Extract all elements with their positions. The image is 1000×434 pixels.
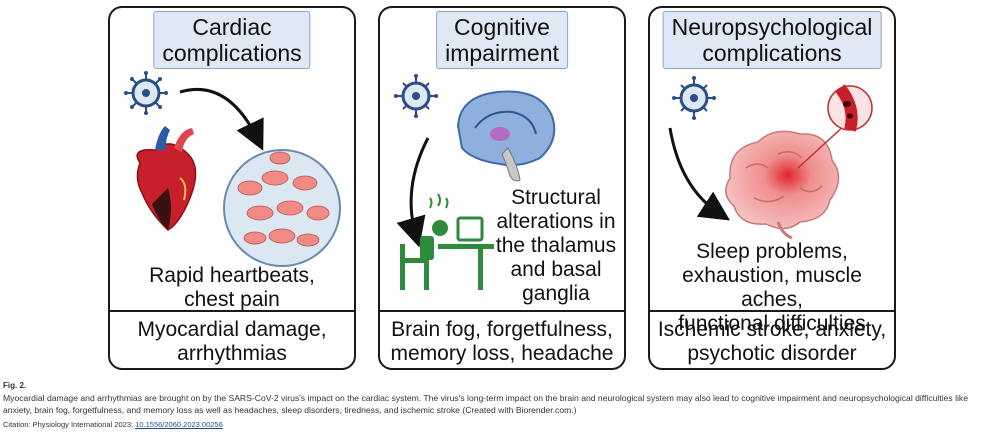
- figure-citation: Citation: Physiology International 2023;…: [3, 420, 223, 429]
- citation-doi-link[interactable]: 10.1556/2060.2023.00256: [135, 420, 223, 429]
- cardiac-cells-icon: [223, 149, 341, 267]
- virus-icon: [672, 76, 716, 120]
- panel-title: Cognitive impairment: [436, 11, 568, 69]
- panel-divider: [380, 310, 624, 312]
- citation-prefix: Citation: Physiology International 2023;: [3, 420, 134, 429]
- figure-label: Fig. 2.: [3, 381, 27, 390]
- panel-cardiac: Cardiac complications Rapid heartbeats, …: [108, 6, 356, 370]
- panel-divider: [650, 310, 894, 312]
- virus-icon: [124, 71, 168, 115]
- panel-bottom-text: Ischemic stroke, anxiety, psychotic diso…: [657, 318, 887, 365]
- brain-icon: [725, 130, 840, 240]
- arrow-icon: [179, 87, 264, 151]
- panel-title: Neuropsychological complications: [662, 11, 882, 69]
- panel-divider: [110, 310, 354, 312]
- stressed-person-icon: [400, 193, 494, 290]
- panel-bottom-text: Myocardial damage, arrhythmias: [137, 318, 327, 365]
- figure-caption: Myocardial damage and arrhythmias are br…: [3, 393, 968, 415]
- brain-section-icon: [456, 90, 556, 182]
- arrow-icon: [668, 127, 731, 221]
- arrow-icon: [396, 137, 430, 248]
- panel-neuropsychological: Neuropsychological complications Sleep p…: [648, 6, 896, 370]
- heart-icon: [136, 126, 197, 231]
- panel-bottom-text: Brain fog, forgetfulness, memory loss, h…: [390, 318, 614, 365]
- panel-middle-text: Sleep problems, exhaustion, muscle aches…: [678, 240, 866, 335]
- blood-vessel-icon: [827, 84, 873, 132]
- neuro-illustration: [668, 76, 873, 240]
- cognitive-illustration: [394, 74, 556, 290]
- panel-middle-text: Structural alterations in the thalamus a…: [495, 186, 617, 305]
- panel-title: Cardiac complications: [153, 11, 311, 69]
- cardiac-illustration: [124, 71, 341, 267]
- panel-middle-text: Rapid heartbeats, chest pain: [149, 264, 315, 311]
- panel-cognitive: Cognitive impairment Structural alterati…: [378, 6, 626, 370]
- virus-icon: [394, 74, 438, 118]
